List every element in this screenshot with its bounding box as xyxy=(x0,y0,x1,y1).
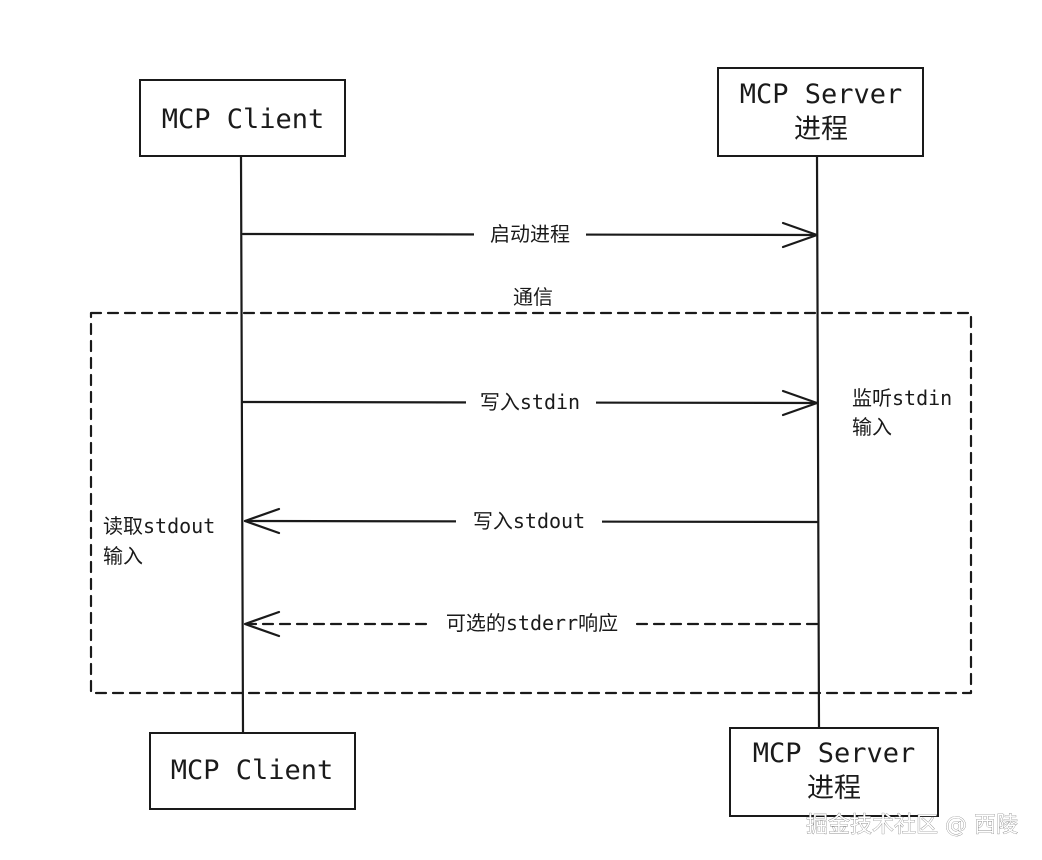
stderr-response-arrowhead xyxy=(243,610,281,638)
write-stdout-arrowhead xyxy=(243,507,281,535)
client-top-box xyxy=(139,79,346,157)
client-lifeline xyxy=(239,155,245,734)
communication-group-box xyxy=(89,311,973,695)
start-process-label: 启动进程 xyxy=(490,222,570,246)
start-process-arrowhead xyxy=(781,221,819,249)
group-label-bg xyxy=(498,283,568,311)
write-stdin-label-bg xyxy=(466,387,596,417)
server-bottom-label-line1: MCP Server xyxy=(753,738,916,769)
server-bottom-box xyxy=(729,727,939,817)
server-listen-note-line1: 监听stdin xyxy=(852,386,952,410)
stderr-response-label: 可选的stderr响应 xyxy=(446,611,618,635)
write-stdin-label: 写入stdin xyxy=(480,390,580,414)
write-stdout-label-bg xyxy=(456,506,602,536)
server-top-label-line2: 进程 xyxy=(794,114,848,145)
client-bottom-box xyxy=(149,732,356,810)
client-read-note-line2: 输入 xyxy=(103,544,143,568)
client-top-label: MCP Client xyxy=(162,104,325,135)
server-top-label-line1: MCP Server xyxy=(740,79,903,110)
write-stdin-arrowhead xyxy=(781,389,819,417)
write-stdout-label: 写入stdout xyxy=(473,509,585,533)
watermark-text: 掘金技术社区 @ 西陵 xyxy=(806,813,1018,838)
group-label: 通信 xyxy=(513,285,553,309)
stderr-response-label-bg xyxy=(428,608,636,638)
start-process-label-bg xyxy=(474,219,586,249)
server-listen-note-line2: 输入 xyxy=(852,415,892,439)
client-bottom-label: MCP Client xyxy=(171,755,334,786)
server-lifeline xyxy=(815,155,821,729)
server-top-box xyxy=(717,67,924,157)
server-bottom-label-line2: 进程 xyxy=(807,773,861,804)
client-read-note-line1: 读取stdout xyxy=(103,514,215,538)
